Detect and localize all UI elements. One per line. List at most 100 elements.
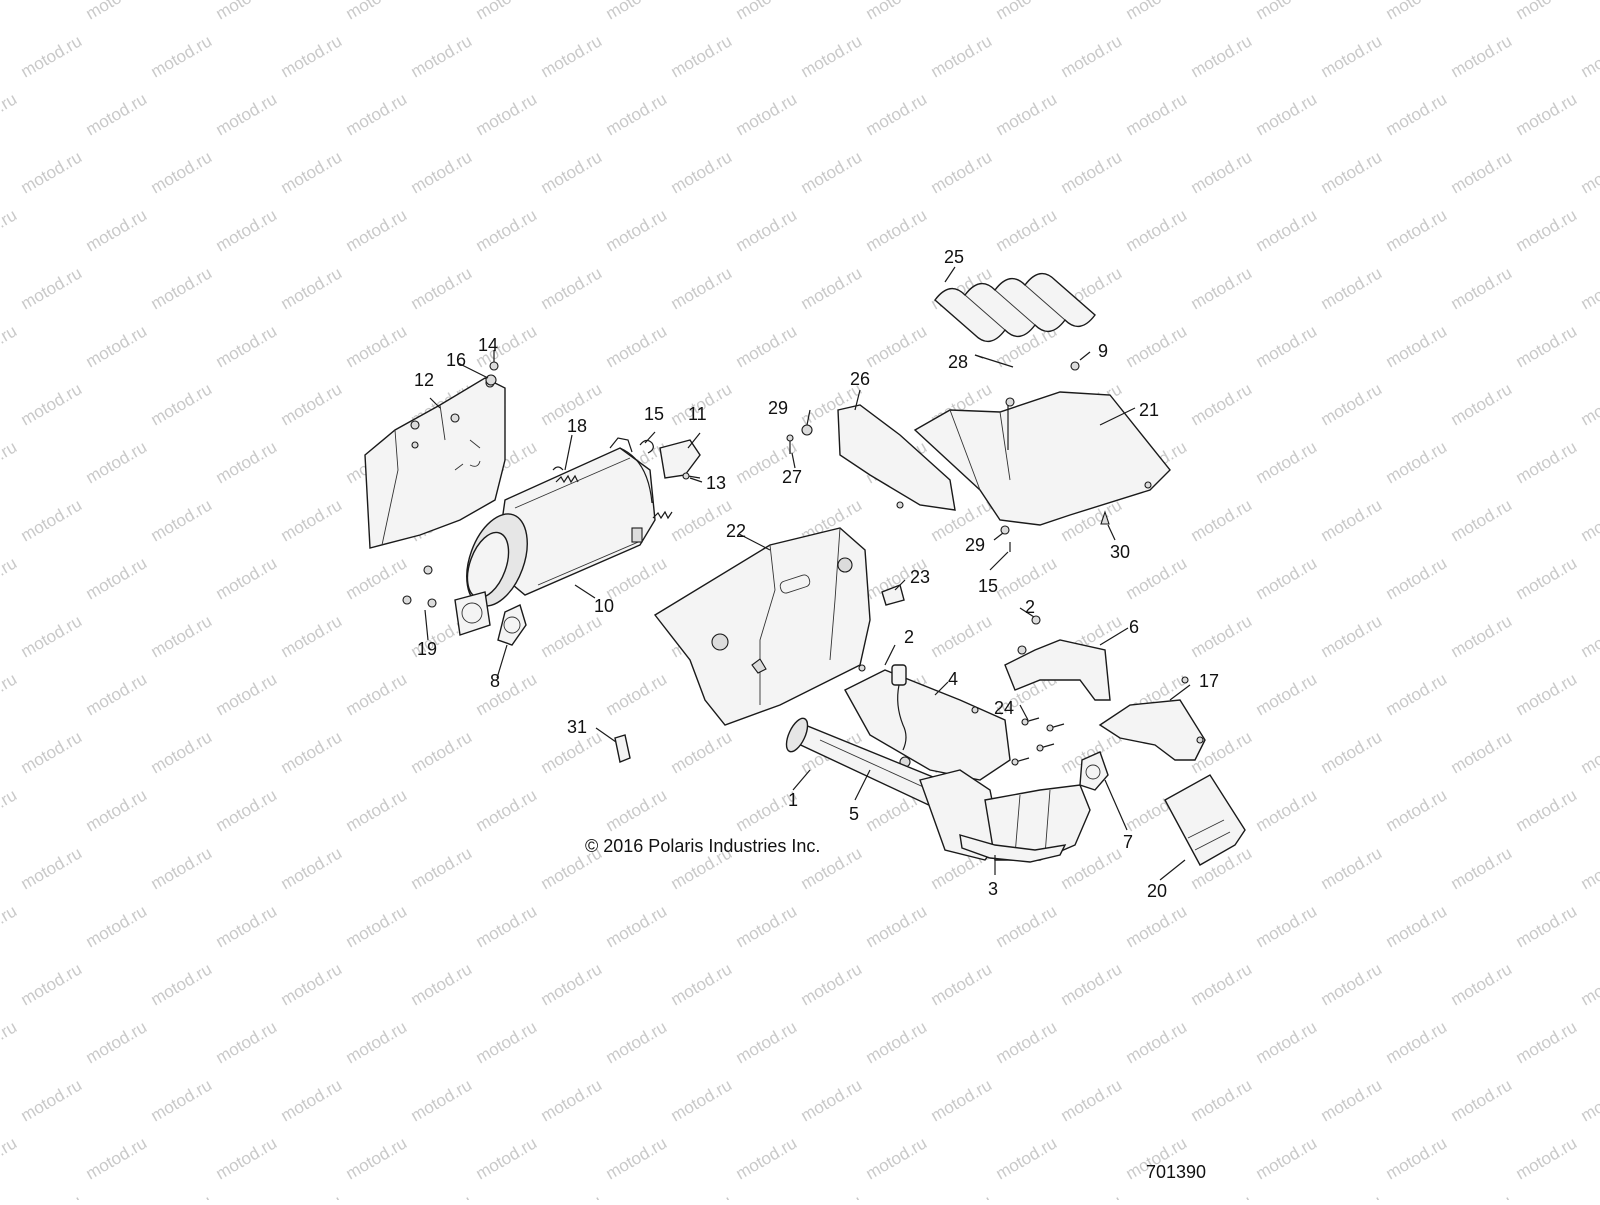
watermark-text: motod.ru <box>278 31 346 81</box>
watermark-text: motod.ru <box>1123 901 1191 951</box>
watermark-text: motod.ru <box>1383 321 1451 371</box>
watermark-text: motod.ru <box>0 437 20 487</box>
watermark-text: motod.ru <box>1513 0 1581 23</box>
watermark-text: motod.ru <box>1513 785 1581 835</box>
watermark-text: motod.ru <box>863 1133 931 1183</box>
watermark-text: motod.ru <box>148 495 216 545</box>
callout-17: 17 <box>1199 671 1219 691</box>
watermark-text: motod.ru <box>538 611 606 661</box>
watermark-text: motod.ru <box>0 785 20 835</box>
watermark-text: motod.ru <box>1383 901 1451 951</box>
callout-13: 13 <box>706 473 726 493</box>
callout-10: 10 <box>594 596 614 616</box>
watermark-text: motod.ru <box>1578 263 1600 313</box>
watermark-text: motod.ru <box>278 843 346 893</box>
watermark-text: motod.ru <box>603 0 671 23</box>
watermark-text: motod.ru <box>1188 611 1256 661</box>
copyright-notice: © 2016 Polaris Industries Inc. <box>585 836 820 856</box>
callout-22: 22 <box>726 521 746 541</box>
watermark-text: motod.ru <box>1578 959 1600 1009</box>
part-24-bolts <box>1012 718 1064 765</box>
watermark-text: motod.ru <box>538 1075 606 1125</box>
watermark-text: motod.ru <box>1513 901 1581 951</box>
watermark-text: motod.ru <box>1513 669 1581 719</box>
watermark-text: motod.ru <box>733 0 801 23</box>
watermark-text: motod.ru <box>473 785 541 835</box>
watermark-text: motod.ru <box>733 1133 801 1183</box>
watermark-text: motod.ru <box>1578 843 1600 893</box>
watermark-text: motod.ru <box>798 263 866 313</box>
watermark-text: motod.ru <box>213 1133 281 1183</box>
watermark-text: motod.ru <box>1058 147 1126 197</box>
watermark-text: motod.ru <box>1318 31 1386 81</box>
callout-14: 14 <box>478 335 498 355</box>
watermark-text: motod.ru <box>18 727 86 777</box>
watermark-text: motod.ru <box>928 1191 996 1200</box>
watermark-text: motod.ru <box>278 1191 346 1200</box>
watermark-text: motod.ru <box>603 1017 671 1067</box>
watermark-text: motod.ru <box>0 0 20 23</box>
watermark-text: motod.ru <box>1448 727 1516 777</box>
watermark-text: motod.ru <box>538 263 606 313</box>
watermark-text: motod.ru <box>1513 1133 1581 1183</box>
watermark-text: motod.ru <box>408 1191 476 1200</box>
watermark-text: motod.ru <box>0 901 20 951</box>
watermark-text: motod.ru <box>993 1017 1061 1067</box>
watermark-text: motod.ru <box>863 205 931 255</box>
watermark-text: motod.ru <box>1578 31 1600 81</box>
watermark-text: motod.ru <box>213 89 281 139</box>
watermark-text: motod.ru <box>18 843 86 893</box>
watermark-text: motod.ru <box>1188 31 1256 81</box>
watermark-text: motod.ru <box>1383 437 1451 487</box>
watermark-text: motod.ru <box>798 31 866 81</box>
watermark-text: motod.ru <box>18 611 86 661</box>
callout-11: 11 <box>688 404 707 424</box>
watermark-text: motod.ru <box>863 1017 931 1067</box>
watermark-text: motod.ru <box>213 785 281 835</box>
callout-12: 12 <box>414 370 434 390</box>
watermark-text: motod.ru <box>668 959 736 1009</box>
watermark-text: motod.ru <box>1513 1017 1581 1067</box>
watermark-text: motod.ru <box>1123 89 1191 139</box>
watermark-text: motod.ru <box>343 901 411 951</box>
watermark-text: motod.ru <box>473 0 541 23</box>
watermark-text: motod.ru <box>603 89 671 139</box>
watermark-text: motod.ru <box>1318 611 1386 661</box>
watermark-text: motod.ru <box>928 611 996 661</box>
watermark-text: motod.ru <box>148 611 216 661</box>
callout-26: 26 <box>850 369 870 389</box>
watermark-text: motod.ru <box>863 901 931 951</box>
watermark-text: motod.ru <box>1253 321 1321 371</box>
callout-20: 20 <box>1147 881 1167 901</box>
watermark-text: motod.ru <box>538 959 606 1009</box>
watermark-text: motod.ru <box>1383 89 1451 139</box>
watermark-text: motod.ru <box>278 611 346 661</box>
watermark-text: motod.ru <box>603 1133 671 1183</box>
watermark-text: motod.ru <box>1123 1017 1191 1067</box>
watermark-text: motod.ru <box>603 785 671 835</box>
watermark-text: motod.ru <box>1253 89 1321 139</box>
watermark-text: motod.ru <box>18 147 86 197</box>
watermark-text: motod.ru <box>1383 785 1451 835</box>
watermark-text: motod.ru <box>0 321 20 371</box>
watermark-text: motod.ru <box>733 89 801 139</box>
watermark-text: motod.ru <box>668 1075 736 1125</box>
watermark-text: motod.ru <box>538 147 606 197</box>
part-19-nuts <box>403 566 436 607</box>
watermark-text: motod.ru <box>213 205 281 255</box>
watermark-text: motod.ru <box>1578 495 1600 545</box>
watermark-text: motod.ru <box>668 263 736 313</box>
watermark-text: motod.ru <box>408 31 476 81</box>
watermark-text: motod.ru <box>668 31 736 81</box>
part-9-nut <box>1071 362 1079 370</box>
watermark-text: motod.ru <box>1448 1191 1516 1200</box>
watermark-text: motod.ru <box>408 1075 476 1125</box>
watermark-text: motod.ru <box>1448 959 1516 1009</box>
watermark-text: motod.ru <box>1383 553 1451 603</box>
watermark-text: motod.ru <box>993 205 1061 255</box>
watermark-text: motod.ru <box>798 1075 866 1125</box>
watermark-text: motod.ru <box>928 1075 996 1125</box>
watermark-text: motod.ru <box>993 0 1061 23</box>
watermark-text: motod.ru <box>408 959 476 1009</box>
callout-15-upper: 15 <box>644 404 664 424</box>
